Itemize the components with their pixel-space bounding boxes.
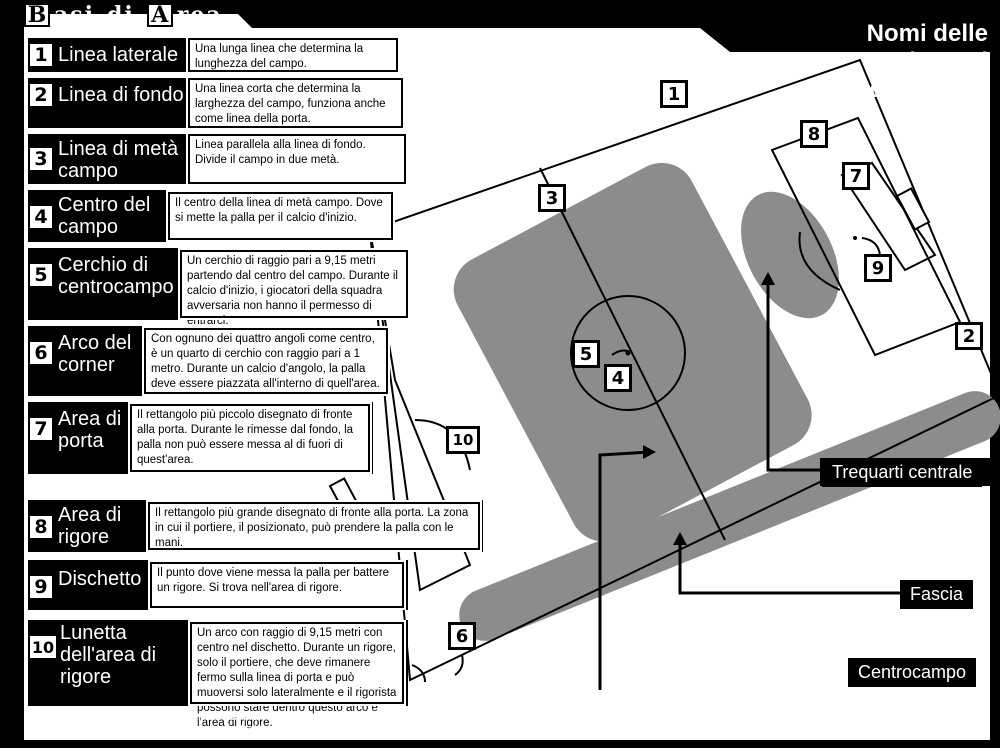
side-title: Nomi delle varie parti del campo: [838, 20, 988, 104]
legend-num-4: 4: [28, 204, 54, 230]
field-num-7: 7: [842, 162, 870, 190]
halfway-line: [539, 167, 726, 541]
side-title-line3: del campo: [869, 76, 988, 103]
legend-term-3: Linea di metà campo: [58, 138, 179, 182]
legend-row-6: 6 Arco del corner Con ognuno dei quattro…: [28, 326, 390, 396]
field-num-3: 3: [538, 184, 566, 212]
header-word-3: rea: [176, 2, 223, 28]
zone-desc-fascia: Zona nei pressi della linea laterale. Se…: [637, 615, 982, 642]
legend-desc-1: Una lunga linea che determina la lunghez…: [186, 36, 400, 74]
zone-title-centrocampo: Centrocampo: [848, 658, 977, 687]
legend-row-8: 8 Area di rigore Il rettangolo più grand…: [28, 500, 483, 552]
field-num-5: 5: [572, 340, 600, 368]
penalty-spot-right: [853, 236, 857, 240]
legend-desc-7: Il rettangolo più piccolo disegnato di f…: [128, 402, 372, 474]
corner-arc: [411, 664, 426, 683]
legend-row-3: 3 Linea di metà campo Linea parallela al…: [28, 132, 408, 186]
legend-term-1: Linea laterale: [58, 44, 179, 66]
legend-num-3: 3: [28, 146, 54, 172]
legend-desc-4: Il centro della linea di metà campo. Dov…: [166, 190, 395, 242]
header-cap-a: A: [146, 2, 173, 28]
zone-desc-centrocampo: Zona nei pressi della linea di metà camp…: [647, 693, 982, 720]
legend-term-10: Lunetta dell'area di rigore: [60, 622, 157, 688]
legend-num-7: 7: [28, 416, 54, 442]
field-num-6: 6: [448, 622, 476, 650]
footnote-bullet: [34, 715, 42, 723]
center-circle: [570, 295, 686, 411]
legend-desc-6: Con ognuno dei quattro angoli come centr…: [142, 326, 390, 396]
zone-title-fascia: Fascia: [900, 580, 974, 609]
legend-row-1: 1 Linea laterale Una lunga linea che det…: [28, 36, 400, 74]
legend-row-5: 5 Cerchio di centrocampo Un cerchio di r…: [28, 248, 410, 327]
legend-num-8: 8: [28, 514, 54, 540]
legend-term-4: Centro del campo: [58, 194, 151, 238]
legend-term-7: Area di porta: [58, 408, 122, 452]
zone-title-trequarti: Trequarti centrale: [822, 458, 983, 487]
side-title-line2: varie parti: [873, 48, 988, 75]
arrow-centrocampo: [598, 450, 651, 690]
legend-row-4: 4 Centro del campo Il centro della linea…: [28, 190, 395, 242]
zone-desc-trequarti: Vicina alla lunetta dell'area di rigore …: [826, 501, 982, 573]
penalty-arc-right: [798, 231, 841, 291]
zone-fascia: [459, 391, 1000, 641]
legend-term-9: Dischetto: [58, 568, 142, 590]
legend-num-2: 2: [28, 82, 54, 108]
arrow-fascia-head: [673, 532, 687, 545]
legend-num-9: 9: [28, 574, 54, 600]
field-num-10: 10: [446, 426, 480, 454]
header-word-1: asi: [54, 2, 95, 28]
legend-num-10: 10: [28, 634, 58, 660]
page-header: B asi di A rea: [24, 2, 231, 28]
legend-desc-3: Linea parallela alla linea di fondo. Div…: [186, 132, 408, 186]
arrow-centrocampo-head: [643, 445, 656, 459]
header-word-2: di: [107, 2, 135, 28]
legend-term-5: Cerchio di centrocampo: [58, 254, 174, 298]
arrow-trequarti-head: [761, 272, 775, 285]
legend-row-9: 9 Dischetto Il punto dove viene messa la…: [28, 560, 408, 610]
field-num-4: 4: [604, 364, 632, 392]
side-title-line1: Nomi delle: [866, 20, 988, 47]
field-num-1: 1: [660, 80, 688, 108]
goal-right: [895, 187, 931, 231]
legend-term-8: Area di rigore: [58, 504, 122, 548]
arrow-trequarti: [766, 280, 820, 472]
legend-term-6: Arco del corner: [58, 332, 132, 376]
footnote: Le dimensioni del campo sono determinate…: [48, 712, 520, 733]
field-num-2: 2: [955, 322, 983, 350]
legend-row-7: 7 Area di porta Il rettangolo più piccol…: [28, 402, 373, 474]
arrow-center: [611, 349, 631, 356]
legend-row-2: 2 Linea di fondo Una linea corta che det…: [28, 76, 405, 130]
legend-desc-8: Il rettangolo più grande disegnato di fr…: [146, 500, 482, 552]
legend-desc-2: Una linea corta che determina la larghez…: [186, 76, 405, 130]
field-num-9: 9: [864, 254, 892, 282]
legend-row-10: 10 Lunetta dell'area di rigore Un arco c…: [28, 620, 408, 729]
arrow-dischetto: [861, 237, 881, 256]
arrow-corner: [454, 654, 464, 676]
zone-trequarti: [741, 191, 839, 319]
arrow-fascia: [678, 540, 900, 595]
legend-desc-9: Il punto dove viene messa la palla per b…: [148, 560, 406, 610]
legend-num-6: 6: [28, 340, 54, 366]
legend-term-2: Linea di fondo: [58, 84, 184, 106]
legend-num-1: 1: [28, 42, 54, 68]
header-cap-b: B: [24, 2, 50, 28]
field-num-8: 8: [800, 120, 828, 148]
legend-desc-5: Un cerchio di raggio pari a 9,15 metri p…: [178, 248, 410, 327]
legend-desc-10: Un arco con raggio di 9,15 metri con cen…: [188, 620, 406, 729]
legend-num-5: 5: [28, 262, 54, 288]
